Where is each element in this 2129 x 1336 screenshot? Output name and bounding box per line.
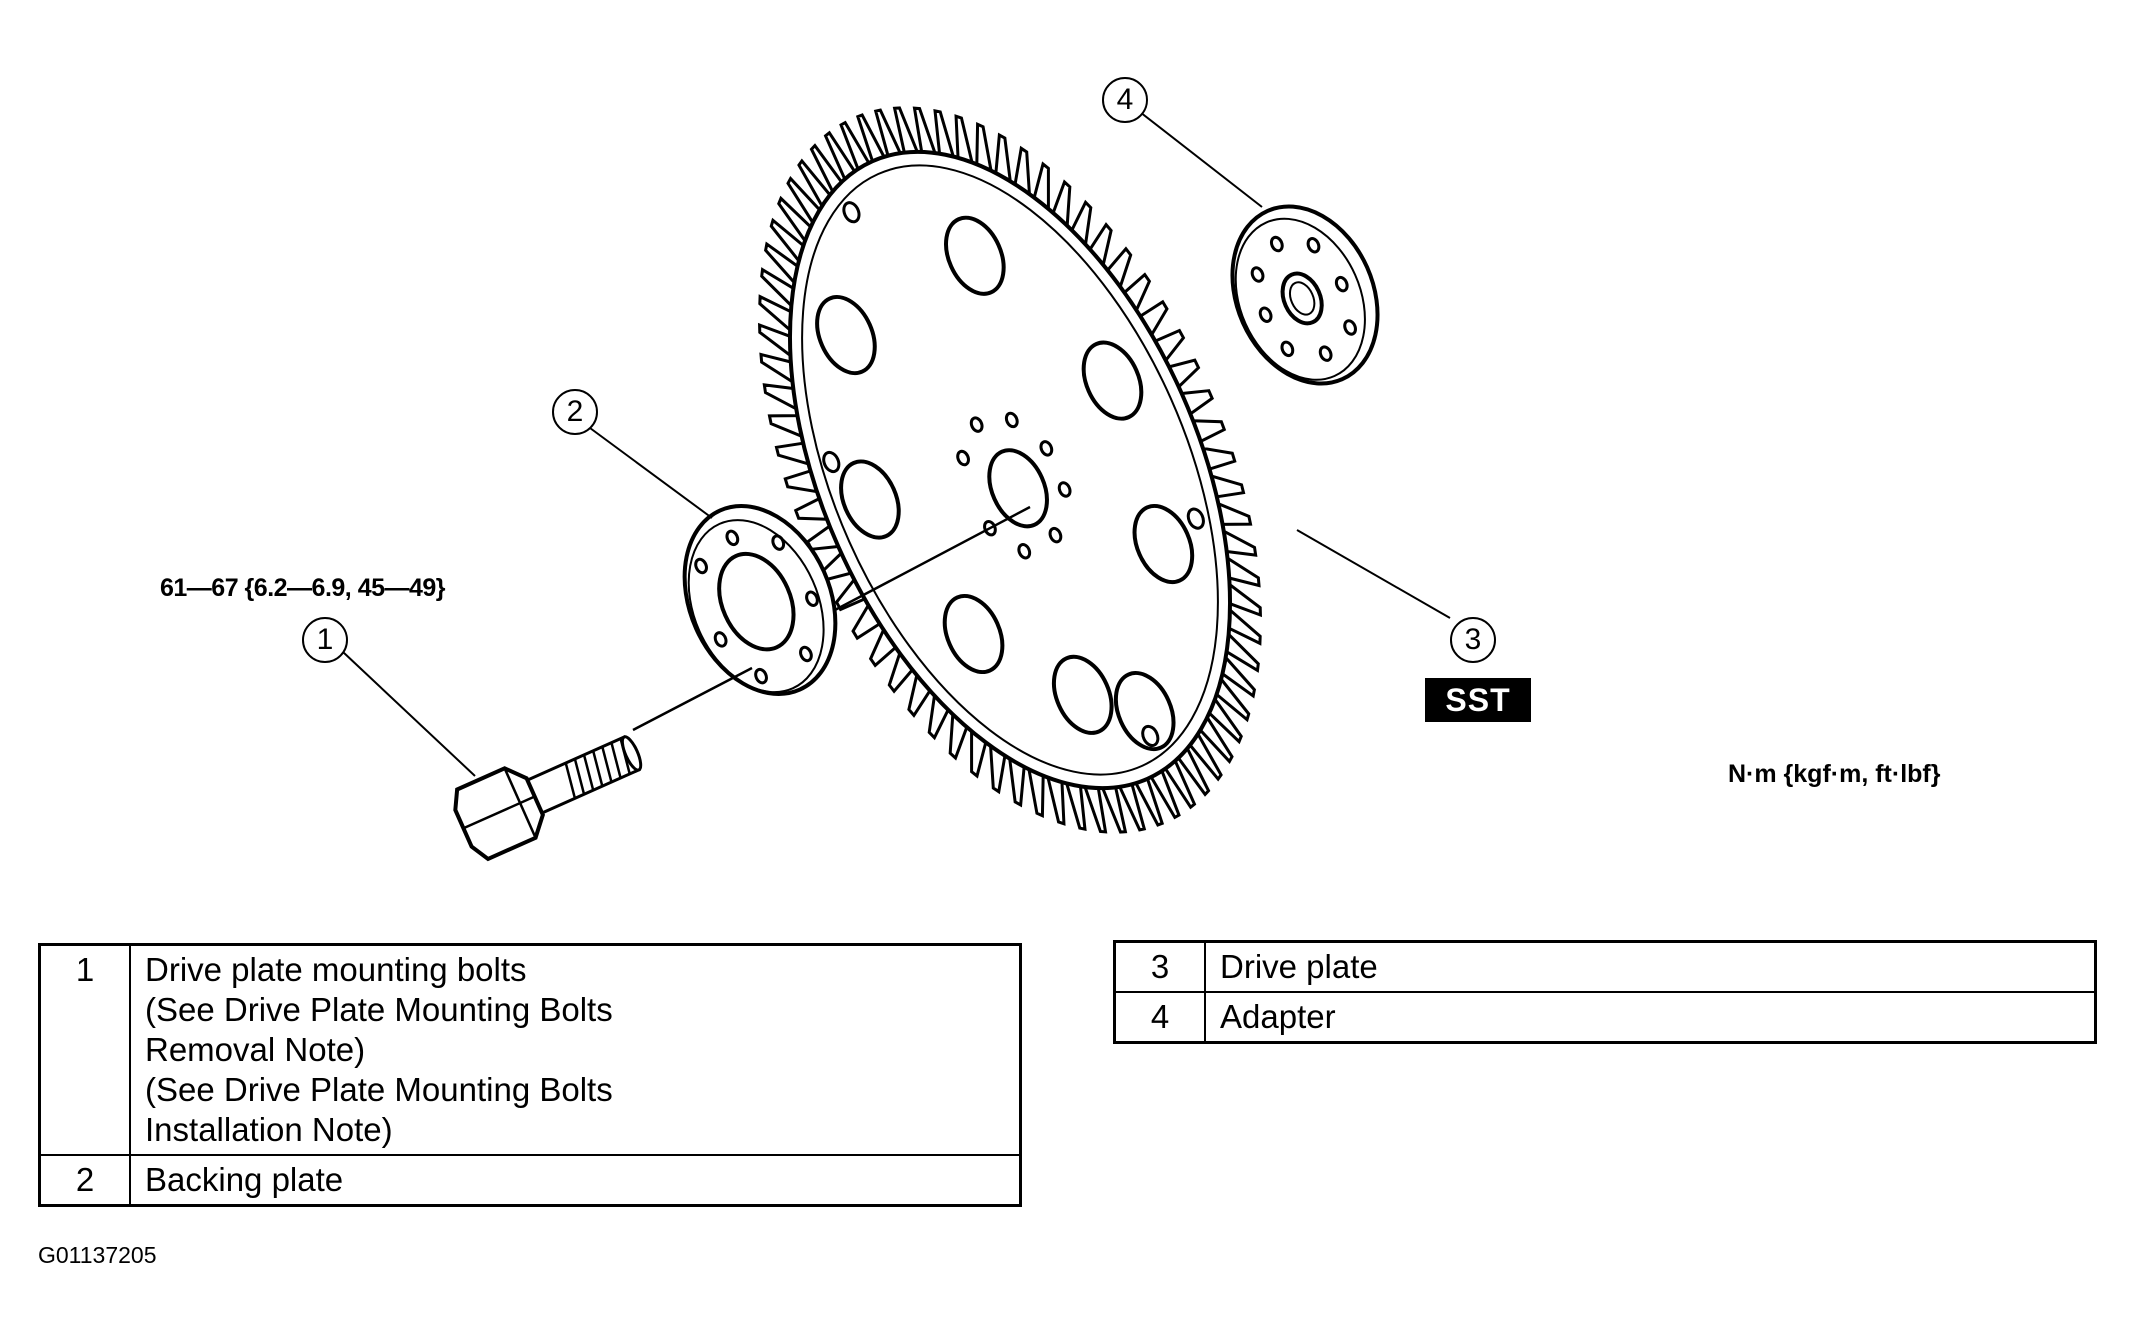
legend-item-description: Drive plate mounting bolts (See Drive Pl… bbox=[129, 943, 1022, 1156]
legend-item-number: 2 bbox=[38, 1154, 131, 1207]
drive-plate-hub bbox=[987, 448, 1049, 529]
leader-lines bbox=[342, 111, 1451, 777]
callout-4: 4 bbox=[1102, 77, 1148, 123]
alignment-line-plate bbox=[834, 505, 1031, 612]
rim-small-holes bbox=[822, 201, 1205, 747]
drive-plate-rim bbox=[788, 149, 1232, 791]
ring-gear-teeth bbox=[758, 106, 1262, 834]
callout-3: 3 bbox=[1450, 617, 1496, 663]
figure-id: G01137205 bbox=[38, 1242, 157, 1268]
legend-row: 4 Adapter bbox=[1113, 991, 2097, 1044]
bolt-shank bbox=[521, 735, 641, 817]
torque-spec: 61—67 {6.2—6.9, 45—49} bbox=[160, 574, 446, 602]
mounting-bolt bbox=[453, 735, 643, 862]
backing-plate-bolt-holes bbox=[694, 529, 819, 685]
drive-plate bbox=[758, 106, 1262, 834]
hub-bolt-holes bbox=[956, 411, 1072, 560]
drive-plate-inner-rim bbox=[801, 164, 1219, 776]
lightening-holes bbox=[815, 215, 1195, 752]
legend-row: 1 Drive plate mounting bolts (See Drive … bbox=[38, 943, 1022, 1156]
adapter bbox=[1230, 204, 1380, 386]
legend-item-description: Backing plate bbox=[129, 1154, 1022, 1207]
legend-item-number: 3 bbox=[1113, 940, 1206, 993]
legend-table-left: 1 Drive plate mounting bolts (See Drive … bbox=[38, 943, 1022, 1207]
adapter-center-hole bbox=[1280, 271, 1324, 326]
legend-item-number: 1 bbox=[38, 943, 131, 1156]
legend-item-number: 4 bbox=[1113, 991, 1206, 1044]
backing-plate bbox=[682, 504, 838, 696]
legend-item-description: Adapter bbox=[1204, 991, 2097, 1044]
legend-row: 2 Backing plate bbox=[38, 1154, 1022, 1207]
backing-plate-center-hole bbox=[717, 551, 796, 652]
legend-table-right: 3 Drive plate 4 Adapter bbox=[1113, 940, 2097, 1044]
legend-item-description: Drive plate bbox=[1204, 940, 2097, 993]
callout-2: 2 bbox=[552, 389, 598, 435]
alignment-line-bolt bbox=[632, 666, 753, 732]
sst-badge: SST bbox=[1425, 678, 1531, 722]
legend-row: 3 Drive plate bbox=[1113, 940, 2097, 993]
callout-1: 1 bbox=[302, 617, 348, 663]
adapter-bolt-holes bbox=[1250, 235, 1357, 362]
torque-units: N·m {kgf·m, ft·lbf} bbox=[1728, 760, 1941, 788]
